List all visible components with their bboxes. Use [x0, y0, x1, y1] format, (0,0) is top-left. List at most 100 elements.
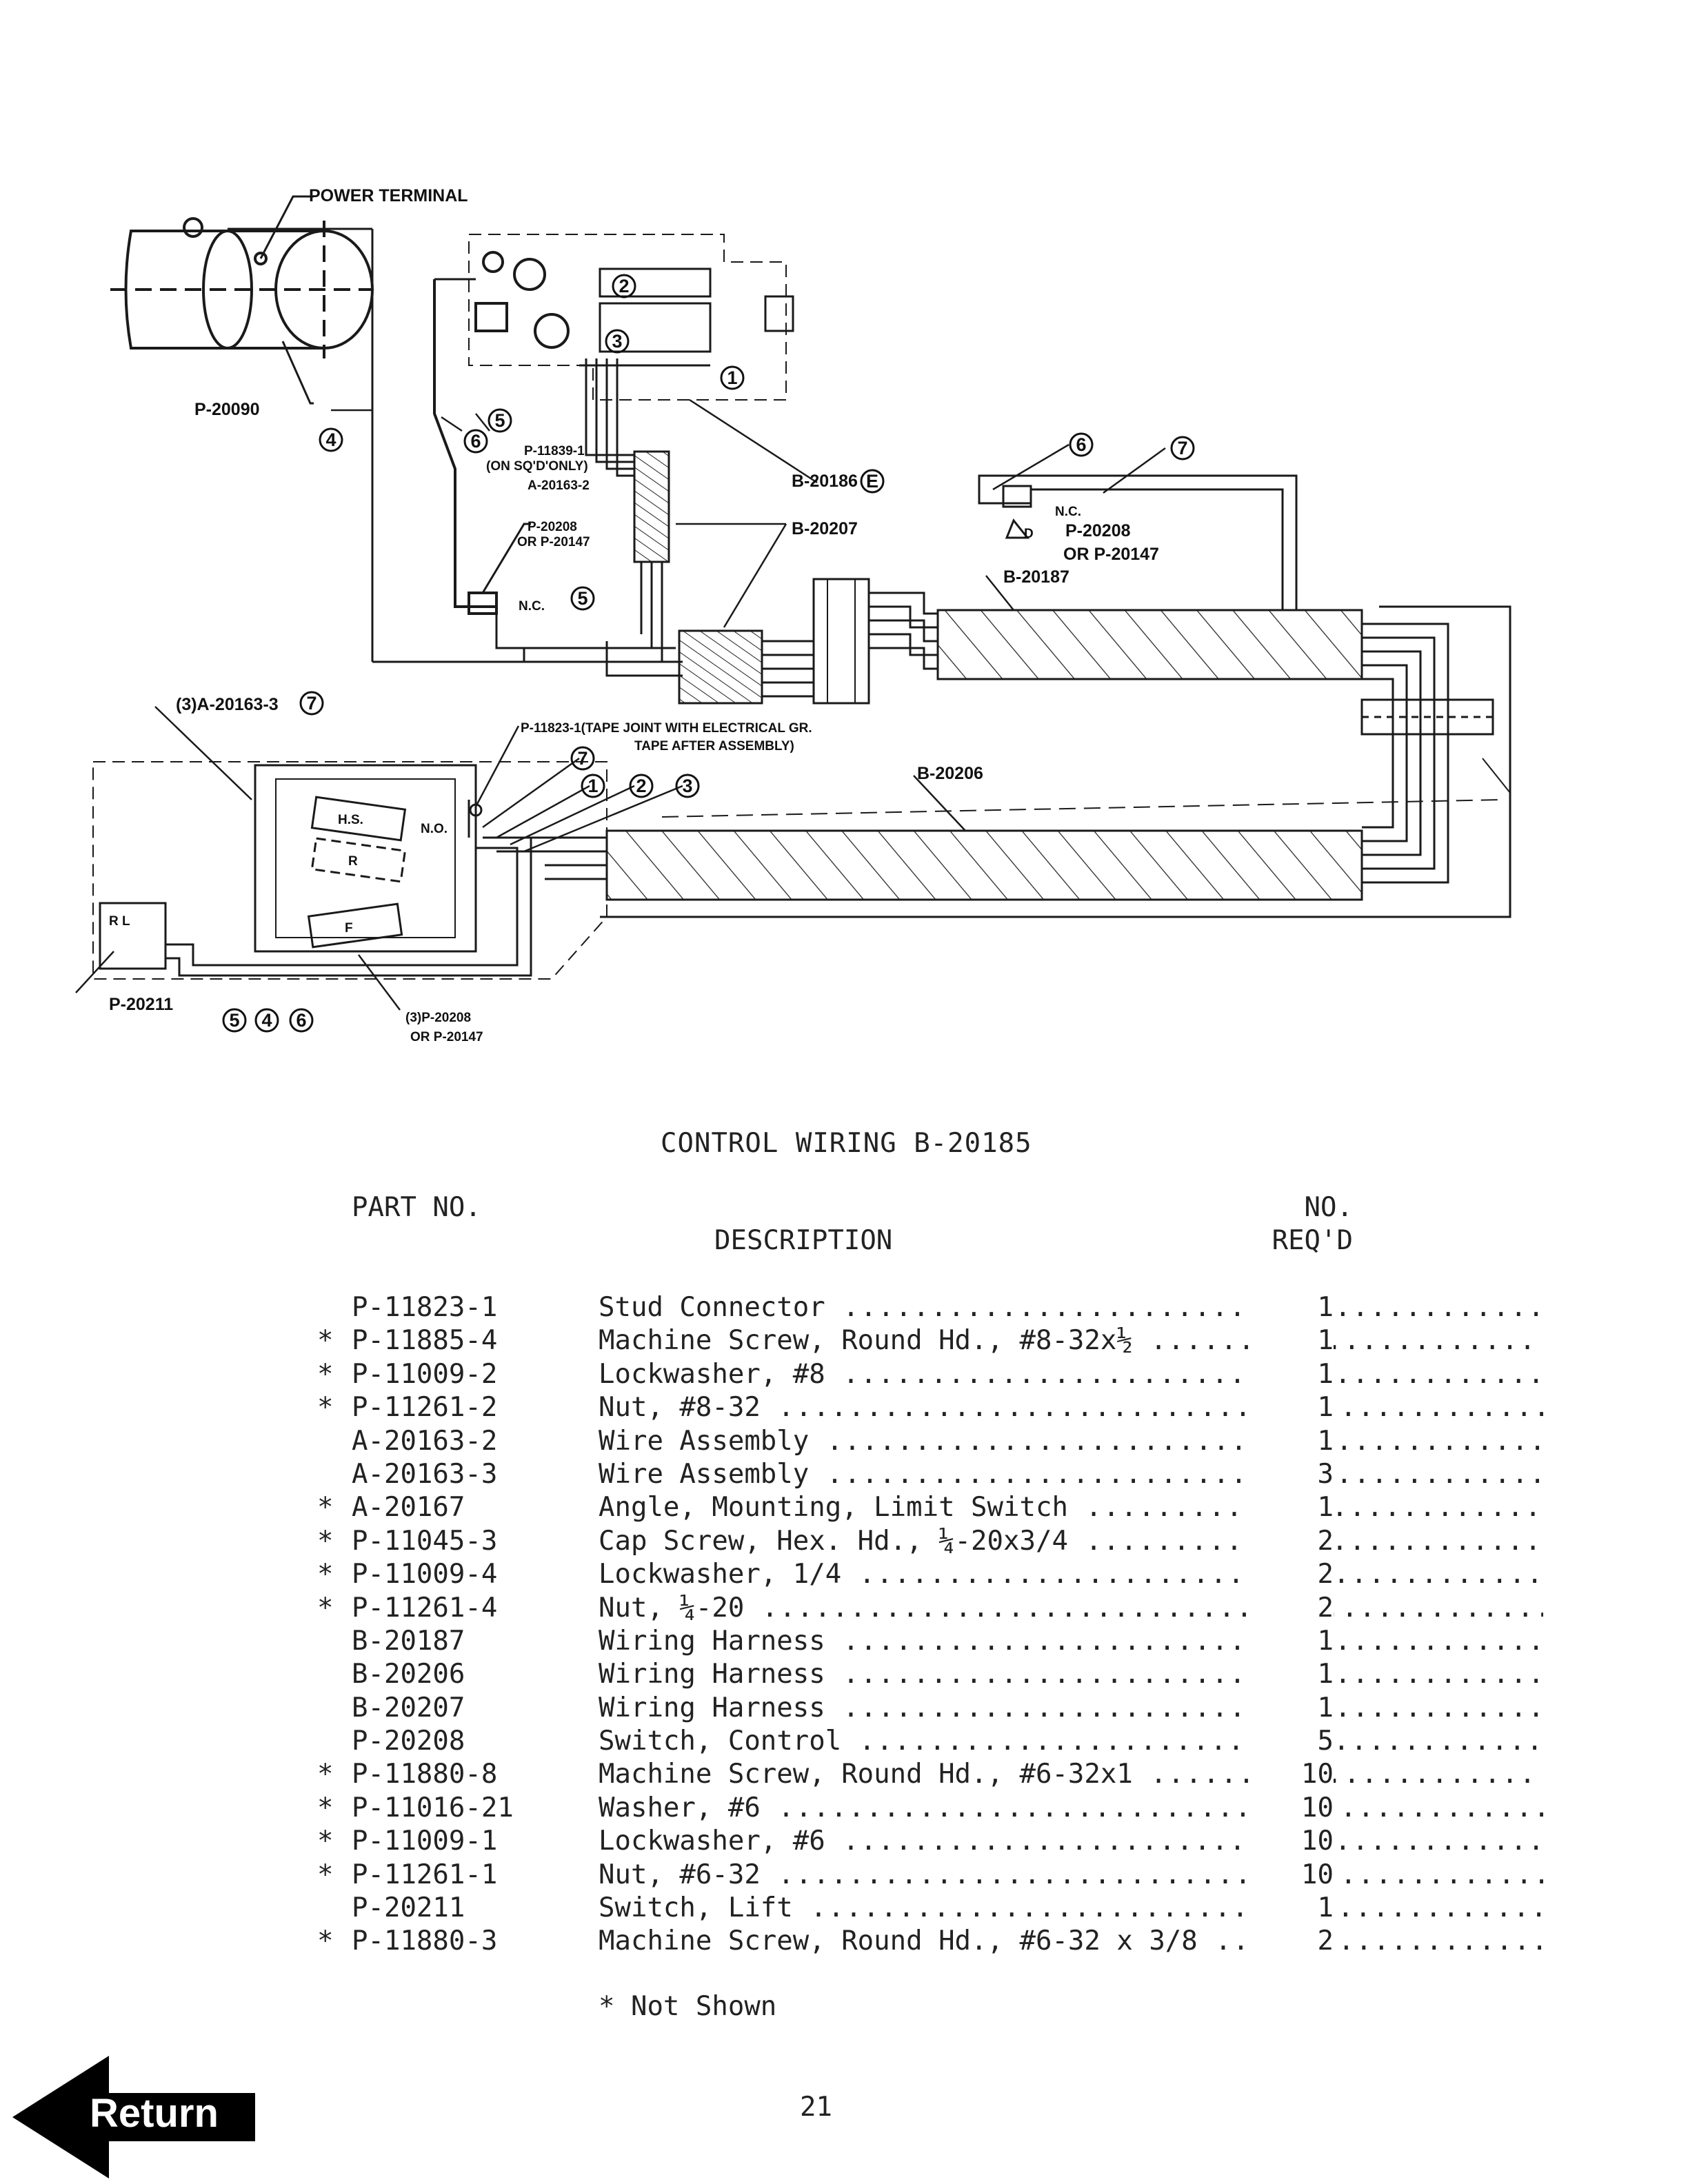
callout-e: E — [866, 471, 878, 492]
page-title: CONTROL WIRING B-20185 — [661, 1128, 1032, 1159]
harness-b20207 — [372, 358, 814, 705]
callout-1: 1 — [727, 367, 737, 388]
part-description: Wiring Harness — [599, 1692, 1543, 1725]
part-number: B-20207 — [352, 1692, 465, 1723]
part-quantity: 2 — [1248, 1925, 1334, 1959]
not-shown-marker: * — [317, 1592, 334, 1624]
part-quantity: 3 — [1248, 1457, 1334, 1492]
label-tape-after: TAPE AFTER ASSEMBLY) — [634, 739, 794, 754]
label-r-l: R L — [109, 914, 130, 929]
callout-5-bottom: 5 — [229, 1010, 239, 1031]
return-arrow-icon — [12, 2056, 255, 2178]
upper-control-box — [433, 234, 794, 662]
part-description: Nut, #8-32 — [599, 1391, 1543, 1424]
part-description: Machine Screw, Round Hd., #6-32 x 3/8 — [599, 1925, 1543, 1958]
part-quantity: 1 — [1248, 1357, 1334, 1392]
part-description: Nut, #6-32 — [599, 1859, 1543, 1892]
part-number: P-20208 — [352, 1726, 465, 1757]
callout-6-bottom: 6 — [296, 1010, 306, 1031]
callout-3-lower: 3 — [682, 776, 692, 796]
header-part-no: PART NO. — [352, 1192, 481, 1223]
terminal-strip — [812, 578, 938, 705]
label-a20163-3: (3)A-20163-3 — [176, 695, 279, 714]
lower-control-box — [92, 761, 607, 980]
not-shown-marker: * — [317, 1759, 334, 1790]
header-description: DESCRIPTION — [714, 1225, 893, 1256]
part-number: P-11261-2 — [352, 1392, 498, 1424]
callout-6-right: 6 — [1076, 434, 1086, 455]
part-quantity: 10 — [1248, 1791, 1334, 1826]
part-quantity: 1 — [1248, 1424, 1334, 1458]
part-description: Lockwasher, #6 — [599, 1825, 1543, 1858]
label-or-p20147-left: OR P-20147 — [517, 535, 590, 549]
part-description: Nut, ¼-20 — [599, 1592, 1543, 1625]
header-no-reqd: NO. REQ'D — [1272, 1192, 1353, 1256]
label-d-mark: D — [1024, 527, 1034, 541]
not-shown-marker: * — [317, 1392, 334, 1424]
label-b20207: B-20207 — [792, 519, 858, 538]
part-quantity: 2 — [1248, 1558, 1334, 1592]
label-or-p20147-right: OR P-20147 — [1063, 545, 1159, 564]
part-number: P-11261-1 — [352, 1859, 498, 1890]
harness-b20187 — [936, 609, 1363, 680]
label-power-terminal: POWER TERMINAL — [309, 186, 468, 205]
part-quantity: 1 — [1248, 1391, 1334, 1425]
callout-7-a20163: 7 — [306, 693, 316, 714]
part-number: P-11880-8 — [352, 1759, 498, 1790]
part-quantity: 1 — [1248, 1491, 1334, 1525]
callout-1-lower: 1 — [587, 776, 598, 796]
part-quantity: 1 — [1248, 1291, 1334, 1325]
part-quantity: 10 — [1248, 1758, 1334, 1792]
return-button-label: Return — [90, 2091, 219, 2136]
part-description: Lockwasher, 1/4 — [599, 1558, 1543, 1591]
label-on-sqd: (ON SQ'D'ONLY) — [486, 459, 588, 474]
part-quantity: 10 — [1248, 1825, 1334, 1859]
part-description: Wire Assembly — [599, 1425, 1543, 1458]
label-p20090: P-20090 — [194, 400, 260, 419]
harness-b20206 — [605, 829, 1363, 901]
footnote: * Not Shown — [599, 1991, 777, 2022]
part-description: Lockwasher, #8 — [599, 1358, 1543, 1391]
label-hs: H.S. — [338, 813, 363, 827]
callout-2: 2 — [619, 276, 629, 296]
label-b20206: B-20206 — [917, 764, 983, 783]
part-description: Angle, Mounting, Limit Switch — [599, 1491, 1543, 1524]
return-button[interactable]: Return — [12, 2056, 255, 2178]
part-description: Washer, #6 — [599, 1792, 1543, 1825]
label-b20186: B-20186 — [792, 472, 858, 491]
not-shown-marker: * — [317, 1859, 334, 1890]
part-description: Switch, Control — [599, 1725, 1543, 1758]
part-quantity: 2 — [1248, 1524, 1334, 1559]
callout-5-upper: 5 — [494, 410, 505, 431]
callout-2-lower: 2 — [636, 776, 646, 796]
not-shown-marker: * — [317, 1792, 334, 1823]
label-p11823-tape: P-11823-1(TAPE JOINT WITH ELECTRICAL GR. — [521, 721, 812, 736]
part-number: P-11823-1 — [352, 1292, 498, 1323]
control-wiring-diagram: POWER TERMINAL P-20090 P-11839-1 (ON SQ'… — [75, 186, 1511, 1044]
part-number: A-20163-3 — [352, 1458, 498, 1490]
label-p20211: P-20211 — [109, 995, 173, 1014]
label-p11839: P-11839-1 — [524, 444, 585, 458]
not-shown-marker: * — [317, 1325, 334, 1357]
label-a20163-2: A-20163-2 — [528, 478, 590, 493]
part-description: Machine Screw, Round Hd., #8-32x½ — [599, 1324, 1543, 1357]
part-quantity: 2 — [1248, 1591, 1334, 1625]
label-no: N.O. — [421, 822, 448, 836]
callout-4-bottom: 4 — [261, 1010, 272, 1031]
part-quantity: 1 — [1248, 1892, 1334, 1925]
part-description: Wire Assembly — [599, 1458, 1543, 1491]
